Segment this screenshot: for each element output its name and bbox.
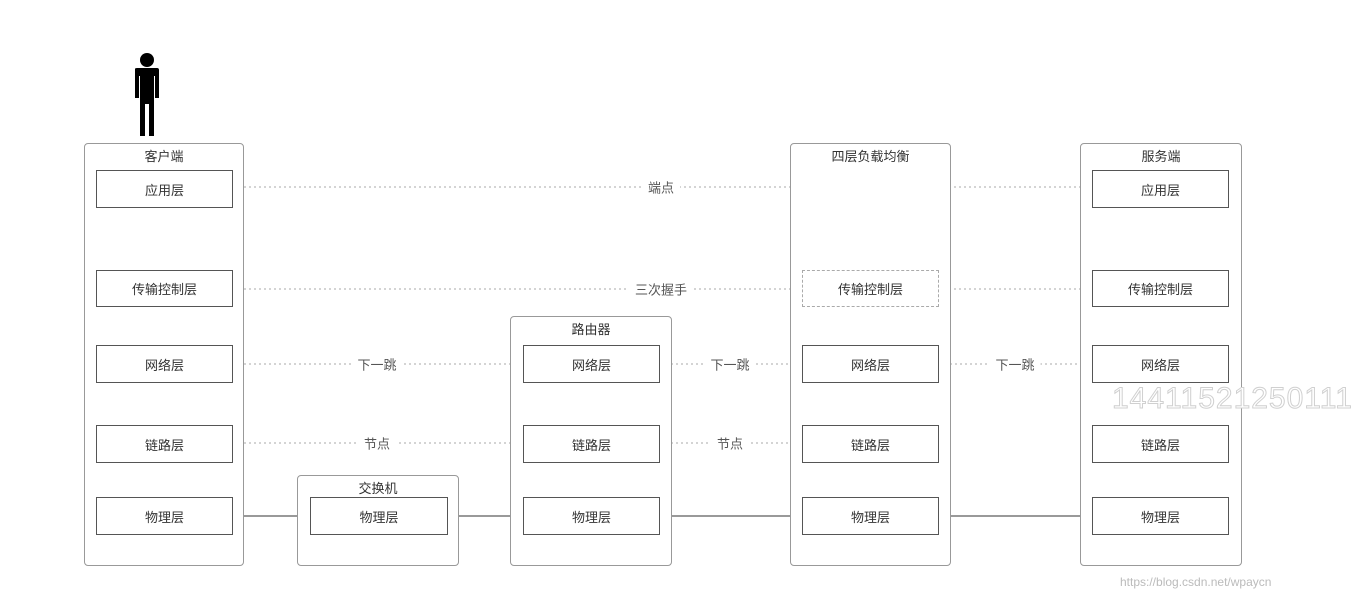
client-physical-layer[interactable]: 物理层 — [96, 497, 233, 535]
router-physical-layer[interactable]: 物理层 — [523, 497, 660, 535]
group-title: 路由器 — [571, 323, 611, 338]
watermark-id: 14411521250111 — [1112, 382, 1353, 416]
group-title: 服务端 — [1141, 150, 1181, 165]
lb-physical-layer[interactable]: 物理层 — [802, 497, 939, 535]
watermark-url: https://blog.csdn.net/wpaycn — [1120, 575, 1272, 589]
lb-link-layer[interactable]: 链路层 — [802, 425, 939, 463]
node-label-1: 节点 — [357, 433, 397, 453]
server-transport-layer[interactable]: 传输控制层 — [1092, 270, 1229, 307]
router-network-layer[interactable]: 网络层 — [523, 345, 660, 383]
lb-network-layer[interactable]: 网络层 — [802, 345, 939, 383]
group-title: 四层负载均衡 — [831, 150, 910, 165]
server-application-layer[interactable]: 应用层 — [1092, 170, 1229, 208]
handshake-label: 三次握手 — [628, 279, 694, 299]
node-label-2: 节点 — [710, 433, 750, 453]
next-hop-label-1: 下一跳 — [351, 354, 403, 374]
next-hop-label-3: 下一跳 — [989, 354, 1041, 374]
router-link-layer[interactable]: 链路层 — [523, 425, 660, 463]
person-icon — [135, 53, 159, 136]
server-link-layer[interactable]: 链路层 — [1092, 425, 1229, 463]
switch-physical-layer[interactable]: 物理层 — [310, 497, 448, 535]
server-physical-layer[interactable]: 物理层 — [1092, 497, 1229, 535]
endpoint-label: 端点 — [641, 177, 681, 197]
server-network-layer[interactable]: 网络层 — [1092, 345, 1229, 383]
group-title: 交换机 — [358, 482, 398, 497]
next-hop-label-2: 下一跳 — [704, 354, 756, 374]
client-transport-layer[interactable]: 传输控制层 — [96, 270, 233, 307]
client-application-layer[interactable]: 应用层 — [96, 170, 233, 208]
group-title: 客户端 — [144, 150, 184, 165]
lb-transport-layer[interactable]: 传输控制层 — [802, 270, 939, 307]
client-network-layer[interactable]: 网络层 — [96, 345, 233, 383]
client-link-layer[interactable]: 链路层 — [96, 425, 233, 463]
